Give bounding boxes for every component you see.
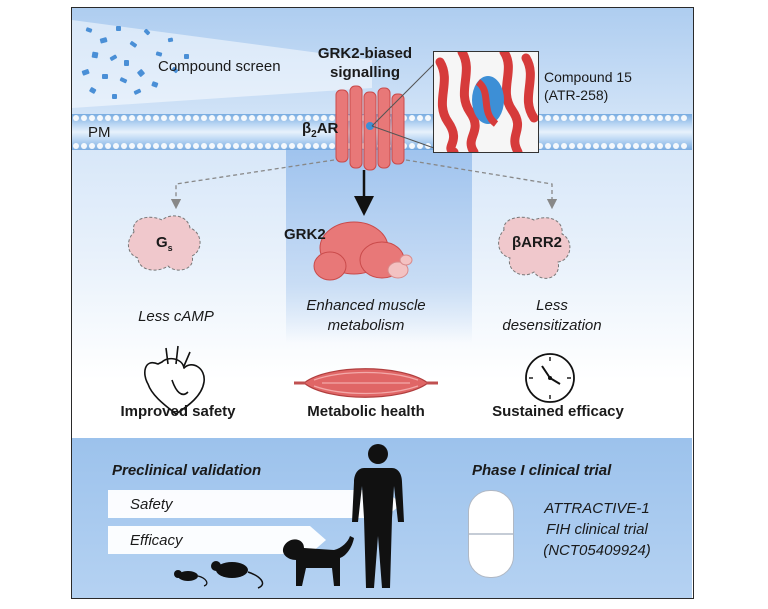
compound-line-1: Compound 15 (544, 69, 632, 85)
preclinical-title: Preclinical validation (112, 462, 262, 479)
trial-line-2: FIH clinical trial (546, 521, 648, 538)
title-line-1: GRK2-biased (317, 45, 413, 62)
b2ar-end: AR (316, 120, 339, 137)
trial-line-3: (NCT05409924) (543, 542, 651, 559)
barr2-label: βARR2 (512, 234, 562, 251)
compound-particles (81, 26, 189, 99)
safety-arrow-label: Safety (130, 496, 173, 513)
compound-line-2: (ATR-258) (544, 87, 609, 103)
title-line-2: signalling (329, 64, 400, 81)
compound-15-label: Compound 15 (ATR-258) (544, 68, 632, 104)
gs-label: Gs (156, 234, 173, 253)
b2ar-label: β2AR (302, 120, 338, 140)
grk2-structure (313, 221, 413, 281)
barr2-protein-shape (498, 216, 571, 279)
clock-icon (525, 353, 575, 403)
less-line-2: desensitization (502, 317, 602, 334)
gs-base: G (156, 234, 168, 251)
capsule-pill-icon (468, 490, 514, 578)
trial-description: ATTRACTIVE-1 FIH clinical trial (NCT0540… (512, 498, 682, 561)
less-desensitization-label: Less desensitization (484, 296, 620, 336)
enhanced-line-1: Enhanced muscle (306, 297, 426, 314)
b2ar-sub: 2 (311, 129, 317, 140)
validation-panel: Preclinical validation Phase I clinical … (72, 438, 692, 598)
gs-sub: s (167, 243, 173, 253)
zoom-connector (371, 63, 435, 149)
grk2-label: GRK2 (284, 226, 326, 243)
less-camp-label: Less cAMP (138, 308, 214, 325)
compound-screen-label: Compound screen (158, 58, 281, 75)
animal-models (174, 536, 354, 589)
less-line-1: Less (536, 297, 568, 314)
trial-line-1: ATTRACTIVE-1 (544, 500, 650, 517)
sustained-efficacy-label: Sustained efficacy (492, 403, 624, 420)
pathway-arrows (170, 159, 558, 216)
human-figure-icon (352, 444, 404, 588)
preclinical-arrows (108, 490, 402, 554)
efficacy-arrow-label: Efficacy (130, 532, 183, 549)
compound-binding-inset (433, 51, 539, 153)
gs-protein-shape (128, 215, 201, 271)
b2ar-base: β (302, 120, 312, 137)
enhanced-line-2: metabolism (327, 317, 405, 334)
grk2-biased-title: GRK2-biased signalling (300, 44, 430, 82)
enhanced-metabolism-label: Enhanced muscle metabolism (286, 296, 446, 336)
compound-screen-beam (72, 20, 372, 108)
clinical-title: Phase I clinical trial (472, 462, 612, 479)
heart-icon (144, 345, 205, 415)
pm-label: PM (88, 124, 111, 141)
improved-safety-label: Improved safety (120, 403, 236, 420)
metabolic-health-label: Metabolic health (307, 403, 425, 420)
figure-frame: Compound screen GRK2-biased signalling P… (71, 7, 694, 599)
b2ar-receptor-structure (335, 85, 405, 171)
muscle-icon (294, 368, 438, 398)
